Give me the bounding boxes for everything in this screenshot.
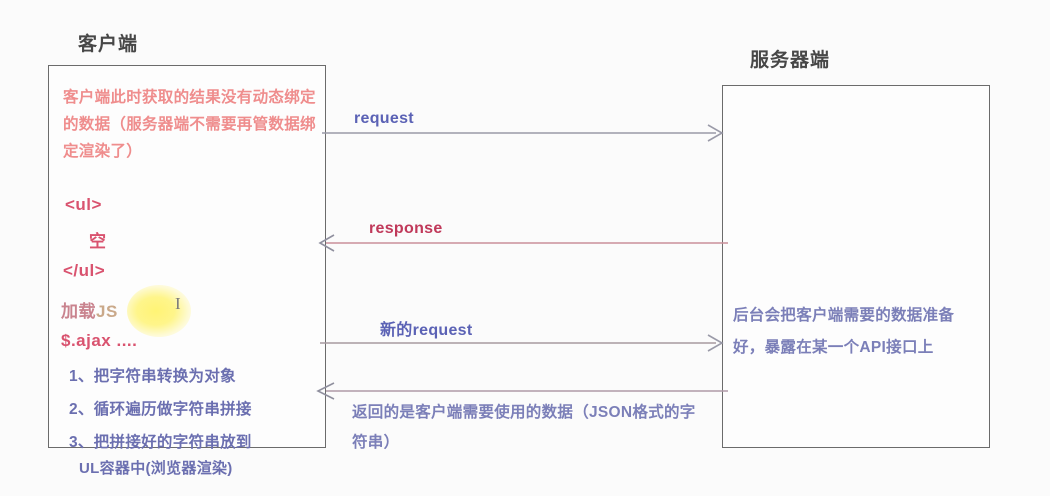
arrow-return-data: [316, 382, 728, 400]
load-js-suffix: JS: [96, 302, 118, 321]
cursor-highlight-glow: [127, 285, 191, 337]
arrow-label-return-data: 返回的是客户端需要使用的数据（JSON格式的字符串）: [352, 404, 696, 451]
client-step-1: 1、把字符串转换为对象: [69, 368, 236, 385]
load-js-prefix: 加载: [61, 302, 96, 321]
client-step-3: 3、把拼接好的字符串放到: [69, 434, 252, 451]
arrow-label-new-request: 新的request: [380, 322, 473, 339]
client-box-caption: UL容器中(浏览器渲染): [79, 460, 233, 477]
client-description-text: 客户端此时获取的结果没有动态绑定的数据（服务器端不需要再管数据绑定渲染了）: [63, 89, 316, 160]
client-box: 客户端此时获取的结果没有动态绑定的数据（服务器端不需要再管数据绑定渲染了） <u…: [48, 65, 326, 451]
arrow-label-response: response: [369, 220, 443, 237]
arrow-request-head: [707, 124, 724, 142]
server-description-text: 后台会把客户端需要的数据准备好，暴露在某一个API接口上: [733, 307, 955, 356]
code-ajax-call: $.ajax ....: [61, 331, 138, 350]
code-ul-open-tag: <ul>: [65, 195, 102, 214]
server-box: [722, 85, 990, 448]
server-panel-title: 服务器端: [750, 50, 831, 71]
arrow-new-request-head: [707, 334, 724, 352]
client-step-2: 2、循环遍历做字符串拼接: [69, 401, 252, 418]
load-js-label: 加载JS: [61, 297, 118, 322]
code-empty-placeholder: 空: [89, 232, 107, 251]
code-ul-close-tag: </ul>: [63, 261, 106, 280]
client-panel-title: 客户端: [78, 34, 139, 55]
arrow-label-request: request: [354, 110, 414, 127]
text-cursor-icon: I: [175, 294, 181, 313]
